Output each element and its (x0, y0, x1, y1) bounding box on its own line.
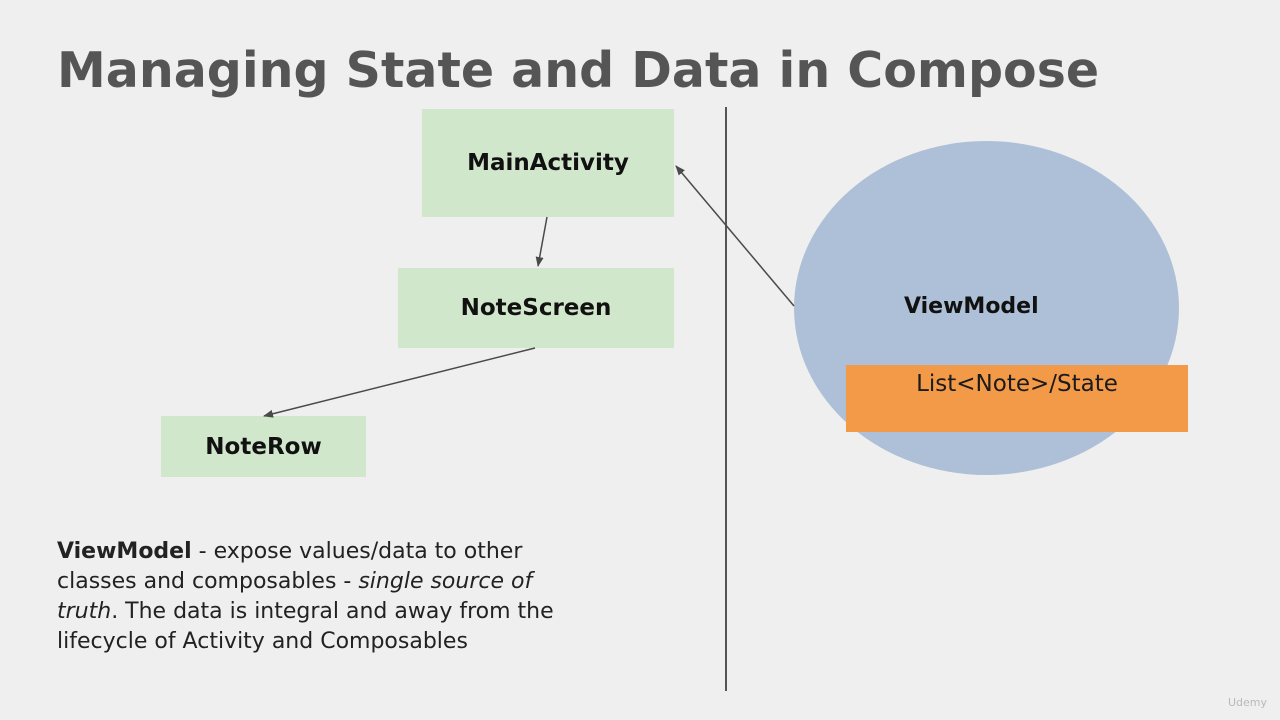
state-box: List<Note>/State (846, 365, 1188, 432)
slide-title: Managing State and Data in Compose (57, 42, 1100, 99)
description-part1: - expose values/data to other classes an… (57, 539, 523, 594)
main-activity-node: MainActivity (422, 109, 674, 217)
viewmodel-label: ViewModel (904, 294, 1039, 319)
udemy-watermark: Udemy (1228, 696, 1268, 709)
description-part2: . The data is integral and away from the… (57, 599, 554, 654)
note-screen-node: NoteScreen (398, 268, 674, 348)
viewmodel-description: ViewModel - expose values/data to other … (57, 537, 577, 657)
description-term: ViewModel (57, 539, 192, 564)
note-row-node: NoteRow (161, 416, 366, 477)
arrow-screen-to-row (263, 347, 536, 418)
vertical-divider (725, 107, 727, 691)
arrow-main-to-screen (535, 216, 548, 267)
state-label: List<Note>/State (916, 371, 1118, 397)
arrow-viewmodel-to-main (675, 165, 795, 307)
description-emphasis: single source of truth (57, 569, 533, 624)
